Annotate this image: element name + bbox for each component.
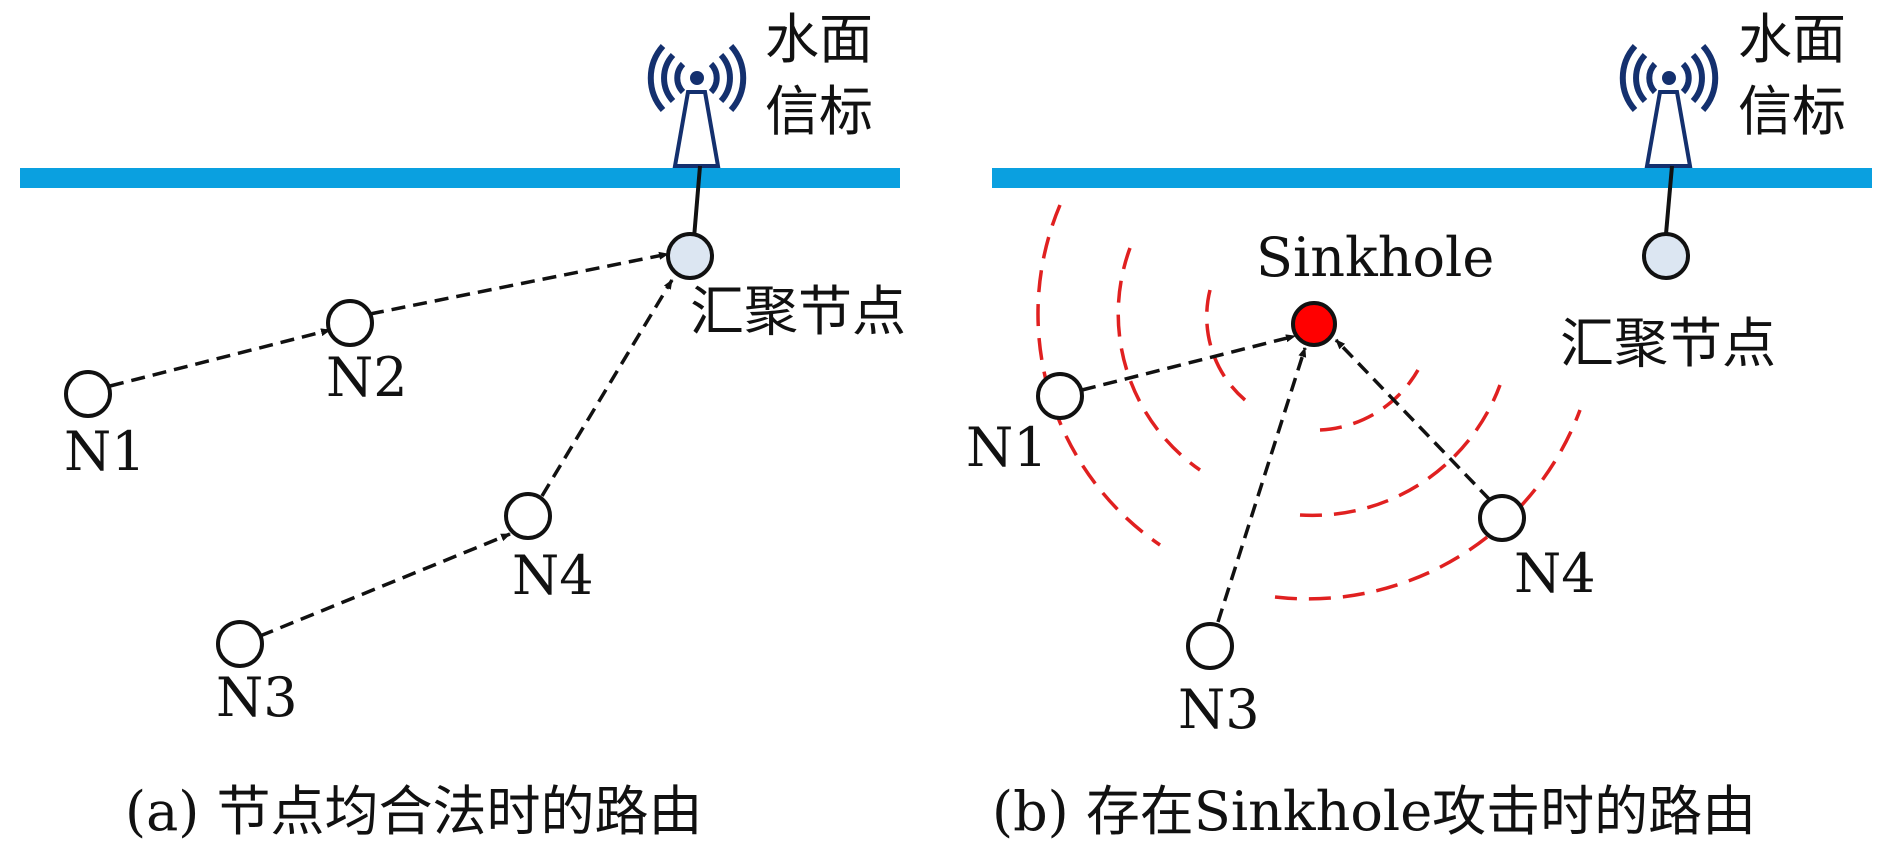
link-n2-sink bbox=[369, 251, 669, 316]
caption-a: (a) 节点均合法时的路由 bbox=[125, 780, 703, 843]
sink-node-label: 汇聚节点 bbox=[690, 280, 906, 343]
node-n4 bbox=[504, 492, 552, 540]
link-n1-sinkhole bbox=[1081, 334, 1296, 392]
surface-beacon: 水面 信标 bbox=[1619, 8, 1846, 168]
node-n3 bbox=[216, 620, 264, 668]
panel-a: 水面 信标 汇聚节点 N1 N2 N3 N4 (a) 节点均合法时的路由 bbox=[20, 8, 906, 843]
sink-node-label: 汇聚节点 bbox=[1560, 312, 1776, 375]
node-n3-label: N3 bbox=[216, 666, 298, 729]
beacon-label-line1: 水面 bbox=[765, 8, 873, 71]
link-n3-n4 bbox=[259, 532, 511, 638]
routing-links bbox=[1081, 334, 1492, 623]
node-n4 bbox=[1478, 494, 1526, 542]
link-n1-n2 bbox=[109, 328, 331, 388]
link-n4-sink bbox=[540, 279, 674, 497]
node-n2-label: N2 bbox=[326, 346, 408, 409]
beacon-label-line2: 信标 bbox=[1738, 80, 1846, 143]
routing-links bbox=[109, 251, 674, 638]
node-n4-label: N4 bbox=[1514, 542, 1596, 605]
beacon-label-line1: 水面 bbox=[1738, 8, 1846, 71]
radio-tower-icon bbox=[1619, 44, 1719, 168]
beacon-tether bbox=[1664, 165, 1674, 235]
attack-wave-middle bbox=[1116, 247, 1201, 472]
sinkhole-node bbox=[1291, 301, 1337, 347]
water-surface-line bbox=[20, 168, 900, 188]
node-n4-label: N4 bbox=[512, 544, 594, 607]
link-n4-sinkhole bbox=[1334, 338, 1492, 502]
node-n1-label: N1 bbox=[966, 416, 1048, 479]
panel-b: 水面 信标 Sinkhole 汇聚节点 N1 N3 N4 bbox=[966, 8, 1872, 843]
node-n1-label: N1 bbox=[64, 420, 146, 483]
caption-b: (b) 存在Sinkhole攻击时的路由 bbox=[992, 780, 1756, 843]
surface-beacon: 水面 信标 bbox=[647, 8, 873, 168]
water-surface-line bbox=[992, 168, 1872, 188]
node-n3 bbox=[1186, 622, 1234, 670]
sink-node bbox=[1642, 232, 1690, 280]
node-n1 bbox=[1036, 372, 1084, 420]
sink-node bbox=[666, 232, 714, 280]
radio-tower-icon bbox=[647, 44, 747, 168]
attack-wave-middle bbox=[1299, 384, 1502, 518]
link-n3-sinkhole bbox=[1216, 347, 1307, 623]
node-n2 bbox=[326, 299, 374, 347]
beacon-label-line2: 信标 bbox=[765, 80, 873, 143]
beacon-tether bbox=[692, 165, 702, 239]
attack-wave-inner bbox=[1319, 369, 1420, 432]
attack-wave-outer bbox=[1274, 409, 1582, 601]
attack-wave-inner bbox=[1204, 289, 1247, 402]
node-n3-label: N3 bbox=[1178, 678, 1260, 741]
node-n1 bbox=[64, 370, 112, 418]
sinkhole-label: Sinkhole bbox=[1256, 226, 1494, 289]
